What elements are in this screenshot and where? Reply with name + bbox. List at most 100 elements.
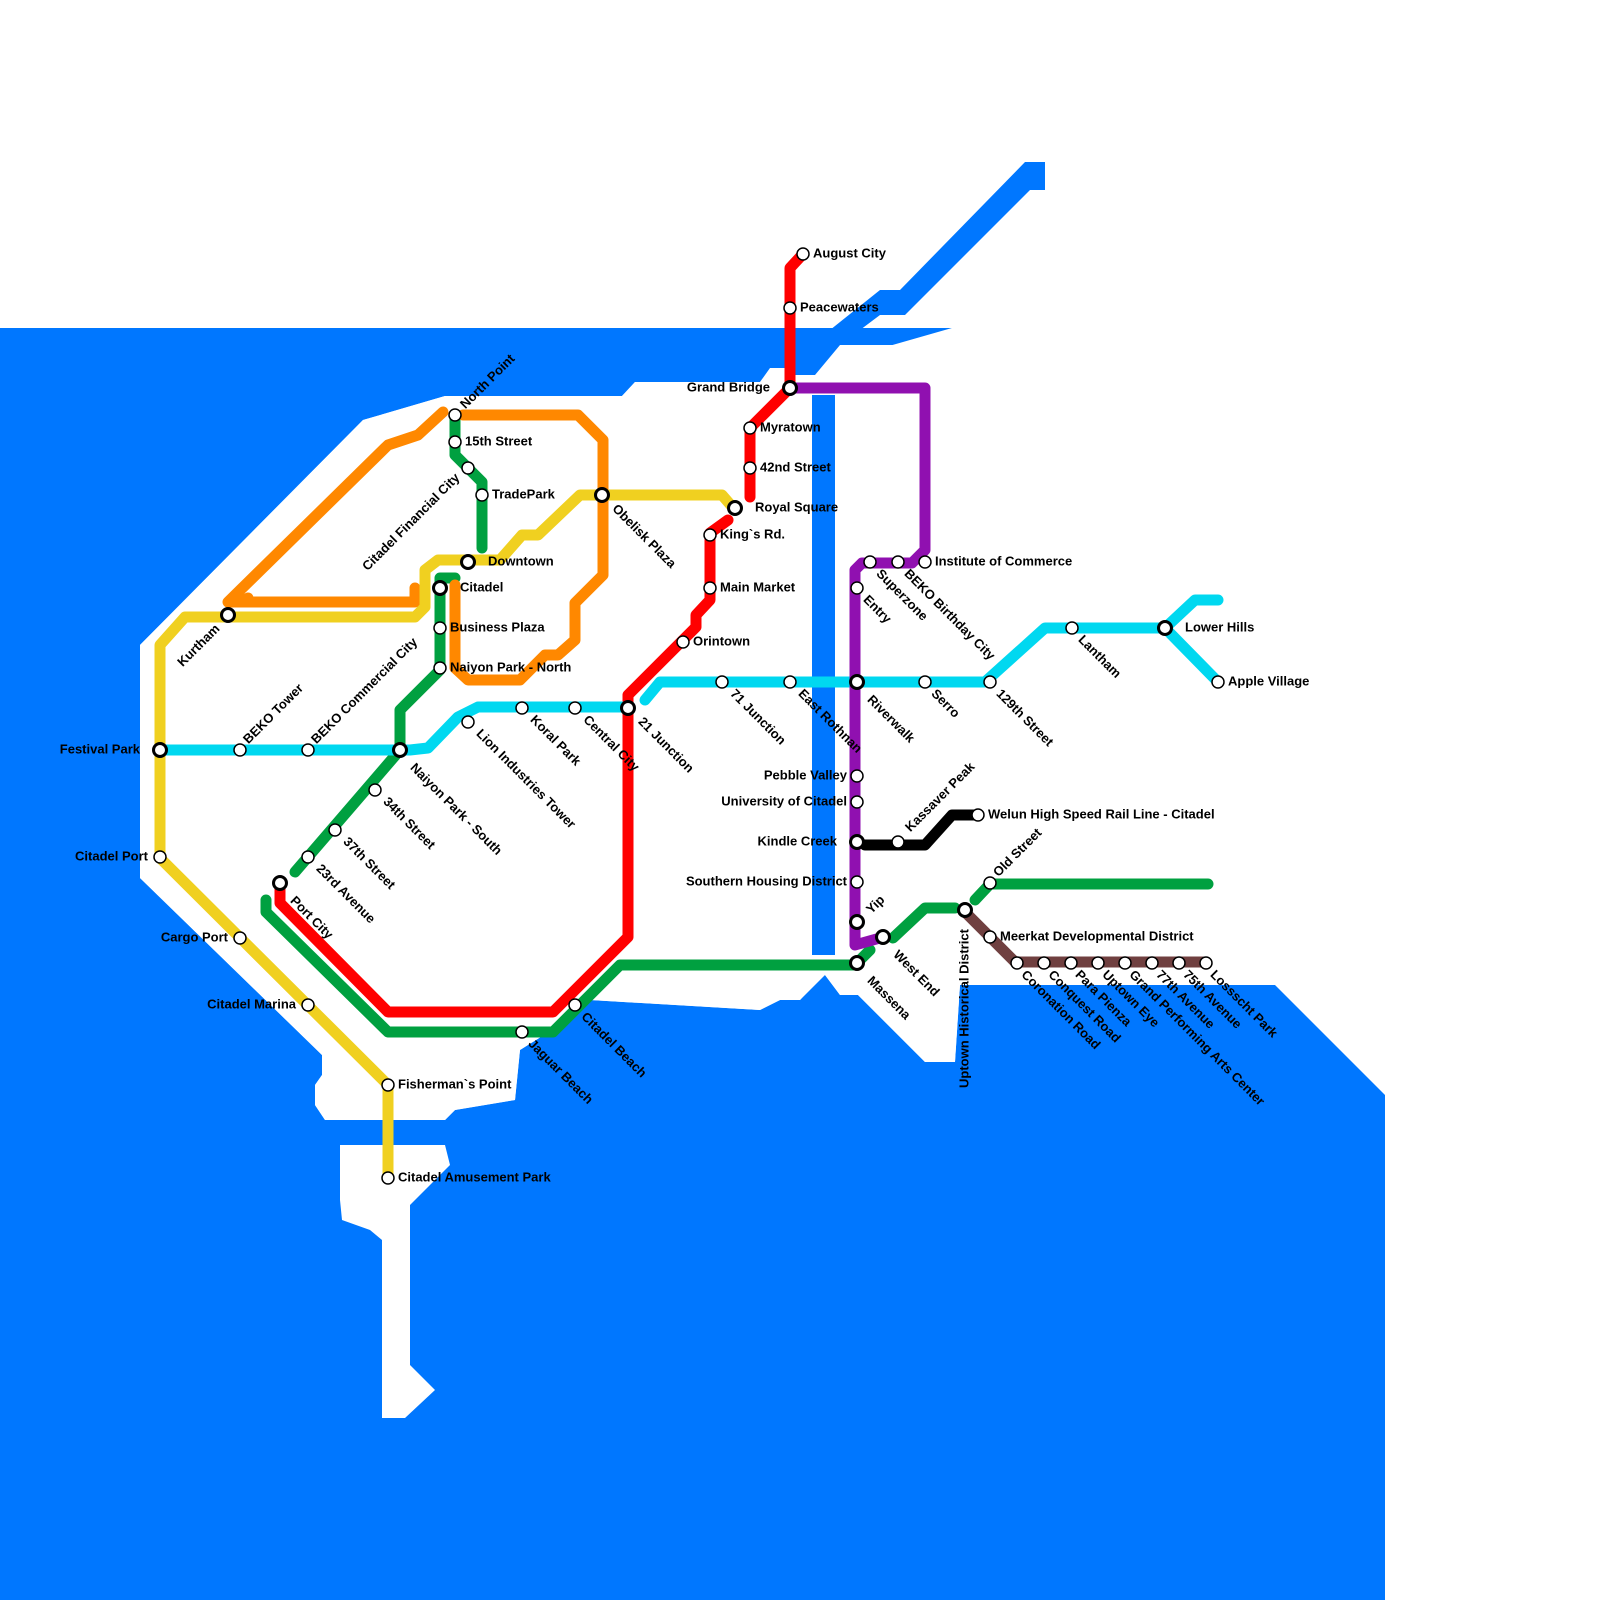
station-129th-street[interactable]	[983, 675, 997, 689]
station-riverwalk[interactable]	[849, 674, 865, 690]
station-west-end[interactable]	[875, 929, 891, 945]
station-beko-commercial-city[interactable]	[301, 743, 315, 757]
station-label-kindle-creek: Kindle Creek	[758, 833, 838, 848]
station-meerkat-developmental-district[interactable]	[983, 930, 997, 944]
station-label-southern-housing-district: Southern Housing District	[686, 873, 848, 888]
station-king-s-rd[interactable]	[703, 528, 717, 542]
station-label-citadel-port: Citadel Port	[75, 848, 149, 863]
station-label-meerkat-developmental-district: Meerkat Developmental District	[1000, 928, 1194, 943]
station-label-royal-square: Royal Square	[755, 499, 838, 514]
station-downtown[interactable]	[460, 554, 476, 570]
station-label-tradepark: TradePark	[492, 486, 556, 501]
station-jaguar-beach[interactable]	[515, 1025, 529, 1039]
station-34th-street[interactable]	[368, 783, 382, 797]
station-citadel[interactable]	[432, 580, 448, 596]
station-fisherman-s-point[interactable]	[381, 1078, 395, 1092]
station-beko-tower[interactable]	[233, 743, 247, 757]
station-42nd-street[interactable]	[743, 461, 757, 475]
station-southern-housing-district[interactable]	[850, 875, 864, 889]
station-peacewaters[interactable]	[783, 301, 797, 315]
station-pebble-valley[interactable]	[850, 769, 864, 783]
station-naiyon-park-north[interactable]	[433, 661, 447, 675]
station-yip[interactable]	[849, 914, 865, 930]
station-lossscht-park[interactable]	[1199, 956, 1213, 970]
station-21-junction[interactable]	[620, 700, 636, 716]
station-label-business-plaza: Business Plaza	[450, 619, 545, 634]
station-tradepark[interactable]	[475, 488, 489, 502]
orange-line[interactable]	[222, 406, 609, 686]
station-kindle-creek[interactable]	[849, 834, 865, 850]
station-koral-park[interactable]	[515, 701, 529, 715]
station-central-city[interactable]	[568, 701, 582, 715]
station-23rd-avenue[interactable]	[301, 850, 315, 864]
station-conquest-road[interactable]	[1037, 956, 1051, 970]
station-uptown-eye[interactable]	[1091, 956, 1105, 970]
station-cargo-port[interactable]	[233, 931, 247, 945]
station-label-uptown-historical-district: Uptown Historical District	[956, 928, 971, 1088]
station-label-cargo-port: Cargo Port	[161, 929, 229, 944]
stations-layer	[152, 247, 1225, 1185]
station-grand-bridge[interactable]	[782, 380, 798, 396]
station-orintown[interactable]	[676, 635, 690, 649]
station-77th-avenue[interactable]	[1145, 956, 1159, 970]
station-citadel-amusement-park[interactable]	[381, 1171, 395, 1185]
station-label-university-of-citadel: University of Citadel	[721, 793, 847, 808]
station-para-pienza[interactable]	[1064, 956, 1078, 970]
station-citadel-beach[interactable]	[568, 998, 582, 1012]
station-old-street[interactable]	[983, 876, 997, 890]
station-obelisk-plaza[interactable]	[594, 487, 610, 503]
station-label-institute-of-commerce: Institute of Commerce	[935, 553, 1072, 568]
station-superzone[interactable]	[863, 555, 877, 569]
station-lion-industries-tower[interactable]	[461, 715, 475, 729]
station-label-august-city: August City	[813, 245, 887, 260]
station-main-market[interactable]	[703, 581, 717, 595]
station-lantham[interactable]	[1065, 621, 1079, 635]
station-institute-of-commerce[interactable]	[918, 555, 932, 569]
station-entry[interactable]	[850, 581, 864, 595]
station-lower-hills[interactable]	[1157, 620, 1173, 636]
station-coronation-road[interactable]	[1010, 956, 1024, 970]
station-label-naiyon-park-north: Naiyon Park - North	[450, 659, 571, 674]
station-beko-birthday-city[interactable]	[891, 555, 905, 569]
station-myratown[interactable]	[743, 421, 757, 435]
station-37th-street[interactable]	[328, 823, 342, 837]
station-75th-avenue[interactable]	[1172, 956, 1186, 970]
station-august-city[interactable]	[796, 247, 810, 261]
station-welun-high-speed-rail-line-citadel[interactable]	[971, 808, 985, 822]
station-apple-village[interactable]	[1211, 675, 1225, 689]
station-label-grand-bridge: Grand Bridge	[687, 379, 770, 394]
station-grand-performing-arts-center[interactable]	[1118, 956, 1132, 970]
station-citadel-marina[interactable]	[301, 998, 315, 1012]
station-east-rothnan[interactable]	[783, 675, 797, 689]
river-north-channel	[795, 162, 1045, 375]
station-serro[interactable]	[918, 675, 932, 689]
station-business-plaza[interactable]	[433, 621, 447, 635]
station-citadel-port[interactable]	[153, 850, 167, 864]
station-label-42nd-street: 42nd Street	[760, 459, 831, 474]
station-citadel-financial-city[interactable]	[461, 461, 475, 475]
station-university-of-citadel[interactable]	[850, 795, 864, 809]
station-label-citadel-marina: Citadel Marina	[207, 996, 297, 1011]
station-label-downtown: Downtown	[488, 553, 554, 568]
cyan-line[interactable]	[154, 594, 1224, 756]
station-label-citadel: Citadel	[460, 579, 503, 594]
station-label-welun-high-speed-rail-line-citadel: Welun High Speed Rail Line - Citadel	[988, 806, 1215, 821]
station-kurtham[interactable]	[220, 607, 236, 623]
station-label-king-s-rd: King`s Rd.	[720, 526, 785, 541]
station-massena[interactable]	[849, 955, 865, 971]
station-naiyon-park-south[interactable]	[392, 742, 408, 758]
station-71-junction[interactable]	[715, 675, 729, 689]
station-port-city[interactable]	[272, 875, 288, 891]
station-label-myratown: Myratown	[760, 419, 821, 434]
station-kassaver-peak[interactable]	[891, 835, 905, 849]
station-label-citadel-amusement-park: Citadel Amusement Park	[398, 1169, 551, 1184]
yellow-line[interactable]	[154, 489, 741, 1181]
station-15th-street[interactable]	[448, 435, 462, 449]
station-royal-square[interactable]	[727, 500, 743, 516]
station-uptown-historical-district[interactable]	[957, 902, 973, 918]
station-north-point[interactable]	[448, 408, 462, 422]
station-label-apple-village: Apple Village	[1228, 673, 1309, 688]
station-festival-park[interactable]	[152, 742, 168, 758]
station-label-fisherman-s-point: Fisherman`s Point	[398, 1076, 512, 1091]
